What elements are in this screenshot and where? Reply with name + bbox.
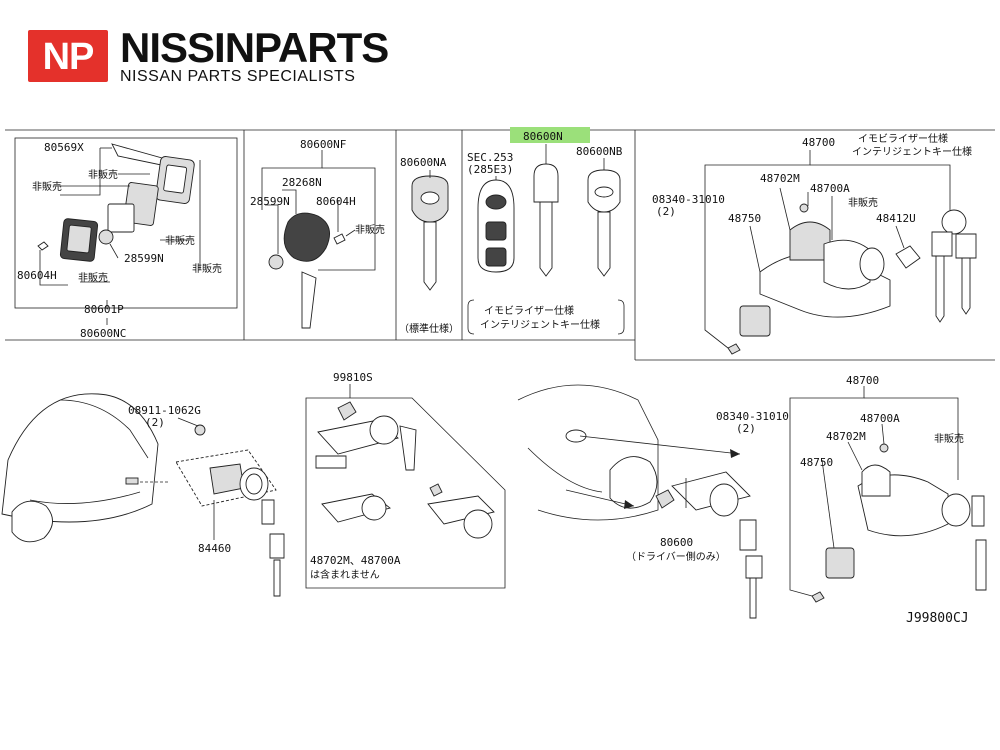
label-not-for-sale-7: 非販売 — [848, 196, 878, 209]
label-not-for-sale-6: 非販売 — [355, 223, 385, 236]
panel-2-key — [261, 150, 376, 329]
label-28599n-2: 28599N — [250, 195, 290, 208]
label-qty-2-1: (2) — [656, 205, 676, 218]
diagram-code: J99800CJ — [906, 611, 969, 626]
label-80600na: 80600NA — [400, 156, 447, 169]
brand-tagline: NISSAN PARTS SPECIALISTS — [120, 68, 356, 85]
label-48750-1: 48750 — [728, 212, 761, 225]
label-not-included: は含まれません — [310, 568, 380, 581]
label-48702m-1: 48702M — [760, 172, 800, 185]
label-48702m-48700a: 48702M、48700A — [310, 554, 401, 567]
label-intelligent-key-spec: インテリジェントキー仕様 — [480, 318, 600, 331]
label-08911-1062g: 08911-1062G — [128, 404, 201, 417]
label-08340-31010-2: 08340-31010 — [716, 410, 789, 423]
label-48700a-2: 48700A — [860, 412, 900, 425]
panel-4-intelligent-key — [467, 127, 625, 335]
label-qty-2-2: (2) — [145, 416, 165, 429]
bottom-center-lock-set — [305, 384, 506, 589]
label-48700-2: 48700 — [846, 374, 879, 387]
label-80600nc: 80600NC — [80, 327, 126, 340]
label-not-for-sale-5: 非販売 — [78, 271, 108, 284]
label-28599n-1: 28599N — [124, 252, 164, 265]
label-driver-side-only: （ドライバー側のみ） — [626, 550, 726, 563]
label-not-for-sale-3: 非販売 — [165, 234, 195, 247]
label-48412u: 48412U — [876, 212, 916, 225]
label-not-for-sale-1: 非販売 — [32, 180, 62, 193]
label-80600nf: 80600NF — [300, 138, 346, 151]
label-48750-2: 48750 — [800, 456, 833, 469]
label-qty-2-3: (2) — [736, 422, 756, 435]
label-285e3: (285E3) — [467, 163, 513, 176]
brand-header: NP NISSINPARTS NISSAN PARTS SPECIALISTS — [28, 22, 428, 92]
label-80600n: 80600N — [523, 130, 563, 143]
label-28268n: 28268N — [282, 176, 322, 189]
bottom-left-trunk-lock — [1, 393, 285, 597]
label-not-for-sale-2: 非販売 — [88, 168, 118, 181]
label-immobilizer-spec-2: イモビライザー仕様 — [858, 132, 948, 145]
label-80600nb: 80600NB — [576, 145, 623, 158]
label-99810s: 99810S — [333, 371, 373, 384]
panel-5-ignition-lock — [704, 150, 977, 355]
label-immobilizer-spec: イモビライザー仕様 — [484, 304, 574, 317]
label-intelligent-key-spec-2: インテリジェントキー仕様 — [852, 145, 972, 158]
bottom-right-door-ignition — [517, 384, 987, 619]
label-80604h-1: 80604H — [17, 269, 57, 282]
label-not-for-sale-8: 非販売 — [934, 432, 964, 445]
label-80601p: 80601P — [84, 303, 124, 316]
np-logo: NP — [28, 30, 108, 82]
panel-3-standard-key — [411, 170, 449, 291]
panel-frames — [5, 129, 995, 361]
label-48700-1: 48700 — [802, 136, 835, 149]
label-standard-spec: （標準仕様） — [399, 322, 459, 335]
label-08340-31010-1: 08340-31010 — [652, 193, 725, 206]
brand-name: NISSINPARTS — [120, 24, 389, 71]
label-48702m-2: 48702M — [826, 430, 866, 443]
label-not-for-sale-4: 非販売 — [192, 262, 222, 275]
label-48700a-1: 48700A — [810, 182, 850, 195]
label-sec253: SEC.253 — [467, 151, 513, 164]
label-80569x: 80569X — [44, 141, 84, 154]
logo-initials: NP — [42, 36, 95, 78]
label-80600: 80600 — [660, 536, 693, 549]
panel-1-keyfob — [14, 137, 238, 325]
highlight-80600n — [510, 127, 590, 143]
label-84460: 84460 — [198, 542, 231, 555]
label-80604h-2: 80604H — [316, 195, 356, 208]
